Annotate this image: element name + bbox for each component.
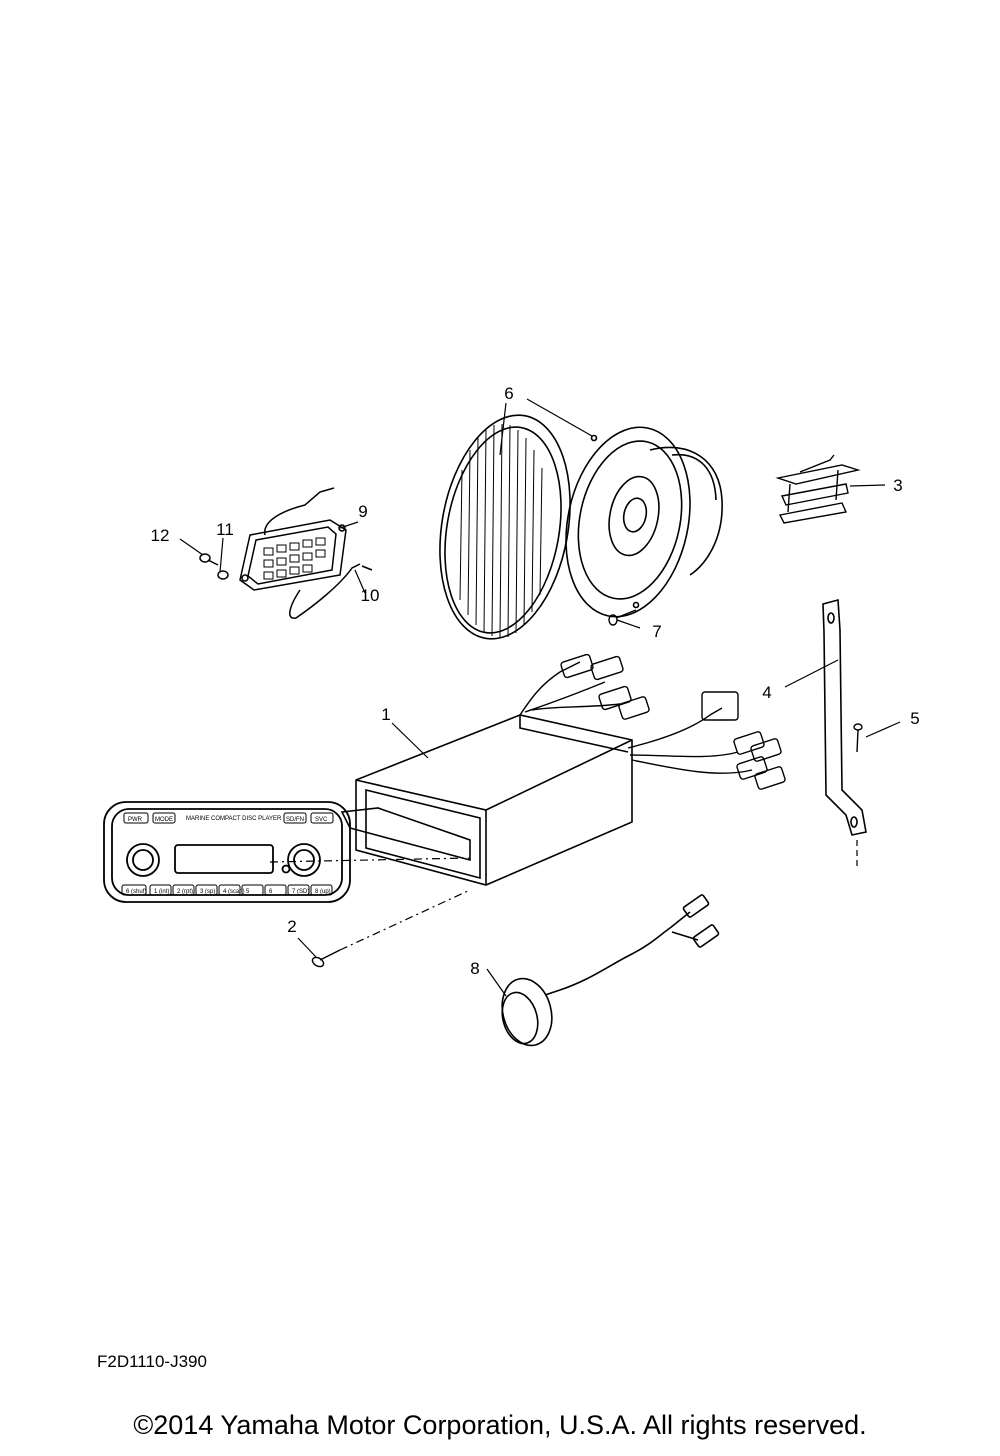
callout-2: 2 — [287, 917, 296, 936]
faceplate-preset-button-label: 6 — [269, 889, 273, 895]
faceplate-preset-button-label: 1 (int) — [154, 889, 169, 895]
mounting-strap — [822, 598, 867, 836]
faceplate-preset-button-label: 3 (sp) — [200, 889, 215, 895]
faceplate-preset-button-label: 8 (up) — [315, 889, 331, 895]
callout-5: 5 — [910, 709, 919, 728]
faceplate-preset-button-label: 2 (rpt) — [177, 889, 193, 895]
callout-3: 3 — [893, 476, 902, 495]
screw-part-2 — [311, 949, 341, 968]
callout-8: 8 — [470, 959, 479, 978]
callout-1: 1 — [381, 705, 390, 724]
callout-4: 4 — [762, 683, 771, 702]
callout-6: 6 — [504, 384, 513, 403]
callout-10: 10 — [361, 586, 380, 605]
faceplate-button-mode: MODE — [155, 817, 173, 823]
leader-lines — [179, 398, 901, 997]
copyright-notice: ©2014 Yamaha Motor Corporation, U.S.A. A… — [133, 1410, 867, 1440]
faceplate-button-svc: SVC — [315, 817, 328, 823]
wire-harness — [519, 653, 786, 790]
callout-12: 12 — [151, 526, 170, 545]
callout-11: 11 — [216, 520, 234, 539]
faceplate-button-pwr: PWR — [128, 817, 143, 823]
speaker — [565, 426, 723, 618]
screw-part-5 — [853, 723, 863, 753]
faceplate-button-sdfn: SD/FN — [286, 817, 304, 823]
faceplate-preset-button-label: 5 — [246, 889, 250, 895]
remote-puck — [501, 894, 720, 1047]
faceplate-preset-button-label: 7 (SD) — [292, 889, 309, 895]
remote-keypad — [199, 487, 373, 619]
screw-part-7 — [608, 609, 637, 626]
connector-bracket — [775, 454, 861, 524]
head-unit-chassis — [340, 714, 633, 886]
callout-7: 7 — [652, 622, 661, 641]
speaker-grille — [439, 414, 571, 640]
faceplate-preset-button-label: 4 (scan) — [223, 889, 245, 895]
callout-9: 9 — [358, 502, 367, 521]
faceplate-preset-button-label: 6 (shuf) — [126, 889, 146, 895]
faceplate-title: MARINE COMPACT DISC PLAYER — [186, 816, 282, 822]
head-unit-faceplate — [103, 801, 351, 903]
drawing-code: F2D1110-J390 — [97, 1352, 207, 1371]
